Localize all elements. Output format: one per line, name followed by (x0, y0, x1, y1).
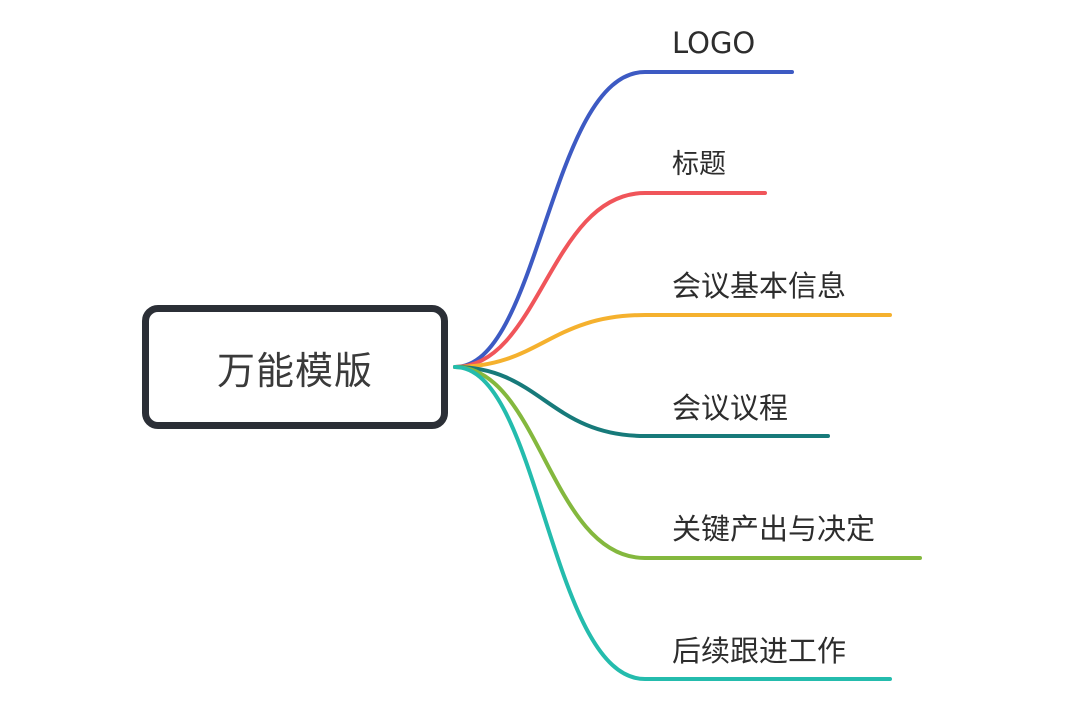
branch-label-title[interactable]: 标题 (672, 149, 726, 180)
connector-meeting-agenda (453, 365, 830, 438)
branch-label-meeting-agenda[interactable]: 会议议程 (672, 391, 789, 425)
branch-label-meeting-info[interactable]: 会议基本信息 (672, 269, 847, 303)
branch-label-key-outputs[interactable]: 关键产出与决定 (672, 512, 876, 546)
connector-title (453, 191, 767, 369)
root-node-label: 万能模版 (216, 348, 373, 393)
connector-follow-up (453, 365, 892, 681)
branch-label-logo[interactable]: LOGO (672, 26, 756, 60)
connector-key-outputs (453, 365, 922, 560)
branch-label-follow-up[interactable]: 后续跟进工作 (672, 634, 847, 668)
connector-meeting-info (453, 313, 892, 369)
connector-logo (453, 70, 794, 369)
root-node[interactable]: 万能模版 (142, 305, 448, 429)
